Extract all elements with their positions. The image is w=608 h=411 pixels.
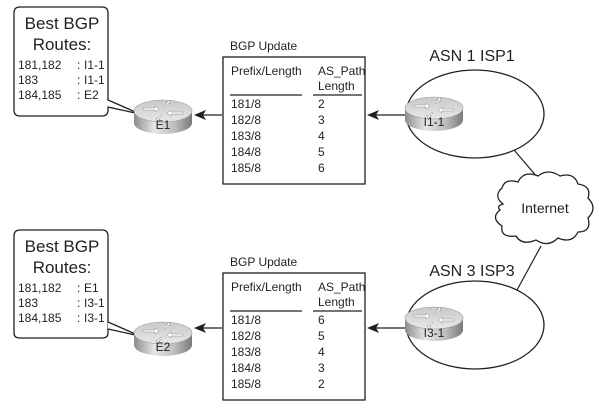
- callout-row-prefixes: 184,185: [18, 88, 62, 102]
- callout-title-line1: Best BGP: [25, 237, 100, 256]
- callout-row-sep: :: [77, 281, 80, 295]
- callout-title-line2: Routes:: [33, 258, 92, 277]
- callout-row-sep: :: [77, 88, 80, 102]
- callout-row-nexthop: I1-1: [84, 73, 105, 87]
- update-cell-length: 3: [318, 113, 325, 127]
- update-arrow-to-e1: [194, 110, 222, 120]
- internet-label: Internet: [521, 200, 569, 216]
- callout-row-nexthop: I1-1: [84, 58, 105, 72]
- update-cell-length: 6: [318, 161, 325, 175]
- router-i3-1[interactable]: I3-1: [404, 306, 464, 342]
- update-arrow-to-e2: [194, 323, 222, 333]
- update-cell-prefix: 182/8: [231, 113, 261, 127]
- update-cell-prefix: 181/8: [231, 97, 261, 111]
- update-cell-length: 6: [318, 313, 325, 327]
- internet-cloud: Internet: [494, 171, 594, 245]
- update-header-prefix: Prefix/Length: [231, 280, 302, 294]
- update-cell-length: 5: [318, 329, 325, 343]
- update-title: BGP Update: [230, 39, 297, 53]
- update-header-aspath: AS_Path: [318, 64, 365, 78]
- update-cell-prefix: 185/8: [231, 377, 261, 391]
- router-e1[interactable]: E1: [133, 99, 193, 135]
- cloud-icon: [494, 171, 594, 245]
- update-cell-prefix: 183/8: [231, 345, 261, 359]
- best-routes-callout-e2: Best BGP Routes: 181,182 : E1 183 : I3-1…: [13, 229, 141, 339]
- callout-row-nexthop: E1: [84, 281, 99, 295]
- bgp-update-box-top: BGP Update Prefix/Length AS_Path Length …: [222, 39, 366, 185]
- callout-title-line1: Best BGP: [25, 14, 100, 33]
- callout-row-sep: :: [77, 311, 80, 325]
- update-header-aspath: AS_Path: [318, 280, 365, 294]
- callout-row-nexthop: I3-1: [84, 311, 105, 325]
- callout-row-prefixes: 184,185: [18, 311, 62, 325]
- update-cell-prefix: 184/8: [231, 361, 261, 375]
- bgp-update-box-bottom: BGP Update Prefix/Length AS_Path Length …: [222, 255, 366, 401]
- asn-label: ASN 3 ISP3: [429, 263, 514, 280]
- update-cell-prefix: 184/8: [231, 145, 261, 159]
- update-cell-prefix: 185/8: [231, 161, 261, 175]
- update-cell-length: 2: [318, 97, 325, 111]
- update-cell-prefix: 183/8: [231, 129, 261, 143]
- router-label: I1-1: [424, 115, 445, 129]
- callout-row-nexthop: E2: [84, 88, 99, 102]
- update-cell-prefix: 182/8: [231, 329, 261, 343]
- update-header-length: Length: [318, 79, 355, 93]
- update-cell-length: 4: [318, 345, 325, 359]
- update-rows: 181/8 6 182/8 5 183/8 4 184/8 3 185/8 2: [231, 313, 325, 391]
- best-routes-callout-e1: Best BGP Routes: 181,182 : I1-1 183 : I1…: [13, 6, 141, 117]
- update-cell-length: 4: [318, 129, 325, 143]
- router-label: E1: [156, 118, 171, 132]
- router-label: E2: [156, 340, 171, 354]
- update-header-prefix: Prefix/Length: [231, 64, 302, 78]
- callout-row-sep: :: [77, 58, 80, 72]
- callout-row-prefixes: 181,182: [18, 281, 62, 295]
- update-cell-length: 3: [318, 361, 325, 375]
- update-rows: 181/8 2 182/8 3 183/8 4 184/8 5 185/8 6: [231, 97, 325, 175]
- callout-row-prefixes: 181,182: [18, 58, 62, 72]
- update-header-length: Length: [318, 295, 355, 309]
- update-cell-prefix: 181/8: [231, 313, 261, 327]
- bottom-section: Best BGP Routes: 181,182 : E1 183 : I3-1…: [13, 229, 545, 401]
- update-arrow-from-i3-1: [367, 323, 405, 333]
- update-title: BGP Update: [230, 255, 297, 269]
- top-section: Best BGP Routes: 181,182 : I1-1 183 : I1…: [13, 6, 545, 185]
- update-cell-length: 2: [318, 377, 325, 391]
- callout-row-sep: :: [77, 73, 80, 87]
- callout-title-line2: Routes:: [33, 35, 92, 54]
- router-i1-1[interactable]: I1-1: [404, 96, 464, 132]
- update-cell-length: 5: [318, 145, 325, 159]
- update-arrow-from-i1-1: [367, 110, 405, 120]
- callout-row-sep: :: [77, 296, 80, 310]
- callout-row-prefixes: 183: [18, 296, 38, 310]
- asn-label: ASN 1 ISP1: [429, 48, 514, 65]
- router-label: I3-1: [424, 326, 445, 340]
- callout-row-prefixes: 183: [18, 73, 38, 87]
- callout-row-nexthop: I3-1: [84, 296, 105, 310]
- router-e2[interactable]: E2: [133, 321, 193, 357]
